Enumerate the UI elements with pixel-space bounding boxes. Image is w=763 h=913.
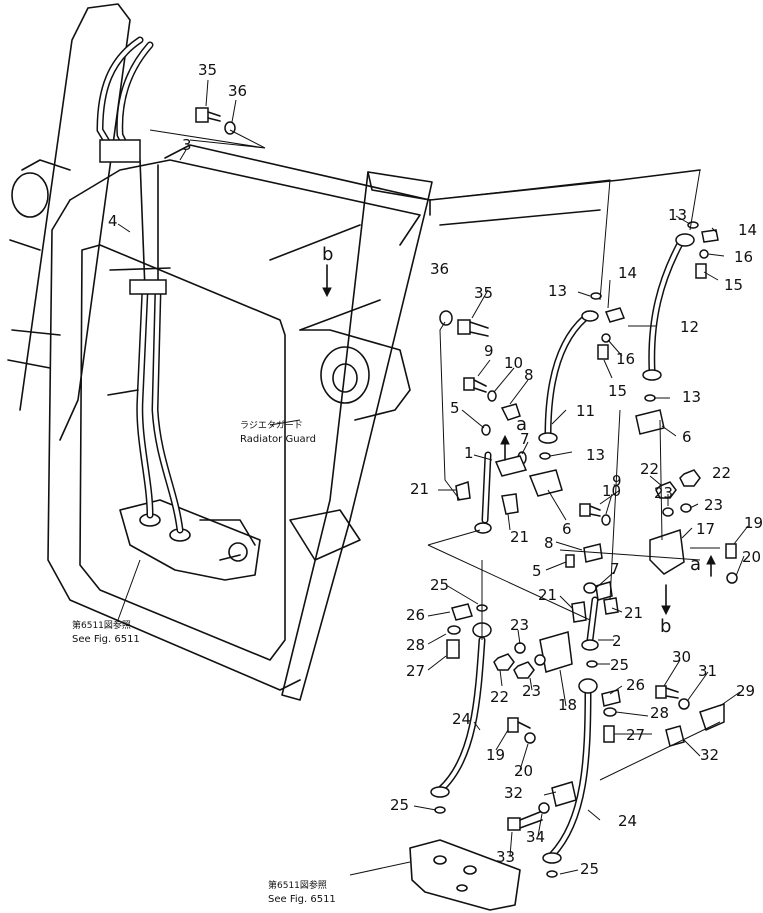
radiator-guard-assembly — [7, 3, 701, 701]
part-label: 15 — [724, 276, 743, 294]
part-label: 36 — [430, 260, 449, 278]
part-label: 23 — [510, 616, 529, 634]
part-label: 12 — [680, 318, 699, 336]
part-label: 21 — [538, 586, 557, 604]
see-fig-note-en: See Fig. 6511 — [268, 894, 336, 905]
part-label: 27 — [626, 726, 645, 744]
part-label: 28 — [406, 636, 425, 654]
part-label: 30 — [672, 648, 691, 666]
part-label: 6 — [562, 520, 572, 538]
ref-letter-b: b — [322, 244, 333, 265]
part-label: 32 — [504, 784, 523, 802]
part-label: 21 — [410, 480, 429, 498]
part-label: 25 — [610, 656, 629, 674]
part-label: 20 — [742, 548, 761, 566]
part-label: 4 — [108, 212, 118, 230]
part-label: 23 — [704, 496, 723, 514]
part-label: 21 — [510, 528, 529, 546]
part-label: 18 — [558, 696, 577, 714]
part-label: 20 — [514, 762, 533, 780]
exploded-fittings — [195, 107, 738, 911]
part-label: 5 — [532, 562, 542, 580]
annotation-notes: ラジエタガード Radiator Guard 第6511図参照 See Fig.… — [72, 420, 336, 905]
part-label: 10 — [504, 354, 523, 372]
part-label: 5 — [450, 399, 460, 417]
reference-letters: b a a b — [322, 244, 701, 637]
part-label: 1 — [464, 444, 474, 462]
part-label: 24 — [452, 710, 471, 728]
radiator-guard-label-jp: ラジエタガード — [240, 420, 303, 431]
part-label: 31 — [698, 662, 717, 680]
part-label: 22 — [640, 460, 659, 478]
part-label: 35 — [474, 284, 493, 302]
part-label: 21 — [624, 604, 643, 622]
leader-lines — [117, 79, 749, 876]
part-label: 14 — [738, 221, 757, 239]
part-label: 32 — [700, 746, 719, 764]
part-label: 9 — [612, 472, 622, 490]
see-fig-note-jp: 第6511図参照 — [72, 619, 131, 631]
see-fig-note-en: See Fig. 6511 — [72, 634, 140, 645]
part-label: 25 — [580, 860, 599, 878]
part-label: 29 — [736, 682, 755, 700]
part-label: 13 — [548, 282, 567, 300]
see-fig-note-jp: 第6511図参照 — [268, 879, 327, 891]
part-label: 36 — [228, 82, 247, 100]
part-label: 2 — [612, 632, 622, 650]
part-label: 7 — [610, 560, 620, 578]
exploded-hoses — [430, 233, 695, 864]
part-label: 17 — [696, 520, 715, 538]
part-label: 16 — [734, 248, 753, 266]
radiator-guard-label-en: Radiator Guard — [240, 434, 316, 445]
part-label: 23 — [522, 682, 541, 700]
part-label: 11 — [576, 402, 595, 420]
part-label: 14 — [618, 264, 637, 282]
part-label: 34 — [526, 828, 545, 846]
ref-letter-a: a — [690, 554, 701, 575]
part-label: 27 — [406, 662, 425, 680]
part-number-labels: 35 36 3 4 36 35 9 10 8 5 7 1 21 21 9 10 … — [108, 61, 763, 878]
part-label: 6 — [682, 428, 692, 446]
part-label: 13 — [668, 206, 687, 224]
part-label: 10 — [602, 482, 621, 500]
part-label: 26 — [406, 606, 425, 624]
part-label: 22 — [712, 464, 731, 482]
part-label: 25 — [430, 576, 449, 594]
part-label: 24 — [618, 812, 637, 830]
part-label: 25 — [390, 796, 409, 814]
part-label: 7 — [520, 430, 530, 448]
part-label: 13 — [682, 388, 701, 406]
part-label: 22 — [490, 688, 509, 706]
part-label: 28 — [650, 704, 669, 722]
part-label: 3 — [182, 136, 192, 154]
part-label: 16 — [616, 350, 635, 368]
part-label: 15 — [608, 382, 627, 400]
part-label: 26 — [626, 676, 645, 694]
part-label: 35 — [198, 61, 217, 79]
ref-letter-a: a — [516, 414, 527, 435]
part-label: 19 — [744, 514, 763, 532]
part-label: 13 — [586, 446, 605, 464]
part-label: 9 — [484, 342, 494, 360]
part-label: 23 — [654, 484, 673, 502]
part-label: 33 — [496, 848, 515, 866]
part-label: 8 — [524, 366, 534, 384]
part-label: 19 — [486, 746, 505, 764]
left-hose-runs — [96, 36, 184, 534]
part-label: 8 — [544, 534, 554, 552]
ref-letter-b: b — [660, 616, 671, 637]
